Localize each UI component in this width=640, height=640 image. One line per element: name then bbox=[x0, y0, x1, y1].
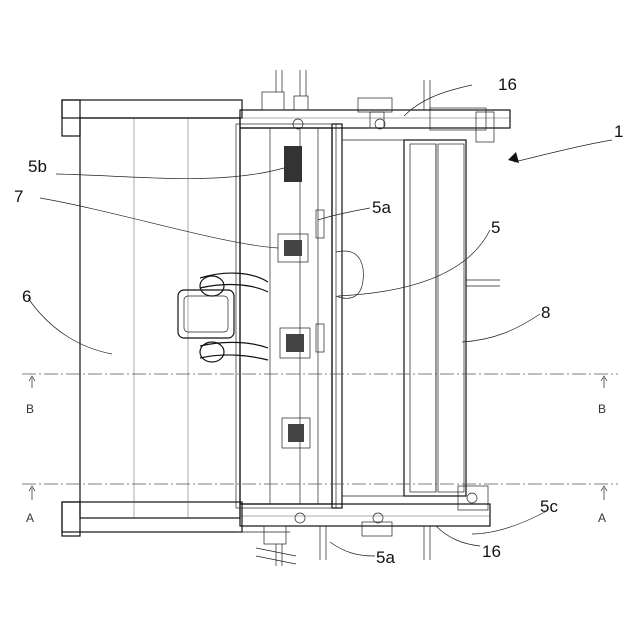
ref-label-6: 6 bbox=[22, 287, 31, 306]
ref-label-16-top: 16 bbox=[498, 75, 517, 94]
section-mark-b-left: B bbox=[26, 402, 34, 416]
leader-lines bbox=[28, 85, 612, 556]
internal-mechanism bbox=[278, 146, 324, 448]
section-mark-b-right: B bbox=[598, 402, 606, 416]
slatted-bed bbox=[404, 140, 500, 496]
ref-label-5c: 5c bbox=[540, 497, 558, 516]
section-mark-a-left: A bbox=[26, 511, 34, 525]
perforated-platform bbox=[62, 100, 242, 536]
ref-label-5a-lower: 5a bbox=[376, 548, 395, 567]
ref-label-5a-upper: 5a bbox=[372, 198, 391, 217]
frame bbox=[236, 70, 510, 566]
section-mark-a-right: A bbox=[598, 511, 606, 525]
ref-label-5: 5 bbox=[491, 218, 500, 237]
operator-figure bbox=[178, 273, 268, 362]
ref-label-5b: 5b bbox=[28, 157, 47, 176]
ref-label-7: 7 bbox=[14, 187, 23, 206]
section-lines bbox=[22, 374, 618, 500]
ref-label-8: 8 bbox=[541, 303, 550, 322]
ref-label-16-bottom: 16 bbox=[482, 542, 501, 561]
ref-label-1: 1 bbox=[614, 122, 623, 141]
